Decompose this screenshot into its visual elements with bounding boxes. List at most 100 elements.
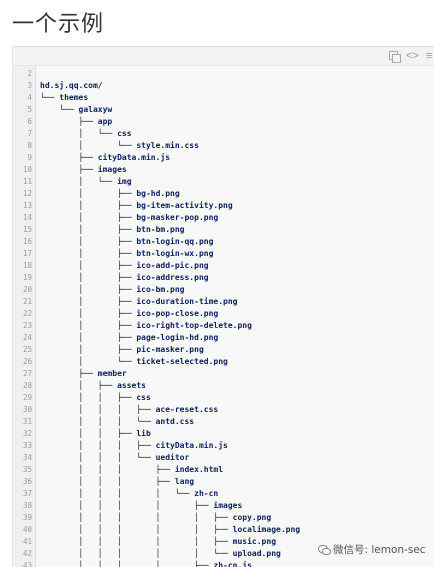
code-text: │ └── img [40,177,132,186]
line-number: 18 [22,261,32,270]
code-line: 12 │ ├── bg-hd.png [13,188,434,200]
code-text: │ ├── pic-masker.png [40,345,204,354]
line-number: 4 [27,93,32,102]
line-number: 29 [22,393,32,402]
line-number-gutter [13,66,36,567]
code-text: │ │ │ │ ├── images [40,501,243,510]
line-number: 40 [22,525,32,534]
code-line: 42 │ │ │ │ │ └── upload.png [13,548,434,560]
code-line: 5 └── galaxyw [13,104,434,116]
line-number: 36 [22,477,32,486]
line-number: 38 [22,501,32,510]
code-line: 15 │ ├── btn-bm.png [13,224,434,236]
line-number: 5 [27,105,32,114]
code-line: 36 │ │ │ ├── lang [13,476,434,488]
copy-icon[interactable] [389,50,401,63]
line-number: 34 [22,453,32,462]
code-text: │ ├── ico-add-pic.png [40,261,209,270]
line-number: 10 [22,165,32,174]
line-number: 32 [22,429,32,438]
page-heading: 一个示例 [12,12,105,37]
code-line: 28 │ ├── assets [13,380,434,392]
code-line: 23 │ ├── ico-right-top-delete.png [13,320,434,332]
code-text: ├── images [40,165,127,174]
line-number: 2 [27,69,32,78]
code-text: │ │ │ ├── cityData.min.js [40,441,228,450]
line-number: 43 [22,561,32,567]
code-line: 34 │ │ │ └── ueditor [13,452,434,464]
code-text: │ ├── page-login-hd.png [40,333,219,342]
line-number: 33 [22,441,32,450]
code-line: 39 │ │ │ │ │ ├── copy.png [13,512,434,524]
line-number: 11 [22,177,32,186]
line-number: 16 [22,237,32,246]
line-number: 15 [22,225,32,234]
code-text: │ │ │ │ │ └── upload.png [40,549,281,558]
code-line: 4 └── themes [13,92,434,104]
line-number: 31 [22,417,32,426]
line-number: 17 [22,249,32,258]
code-text: │ └── ticket-selected.png [40,357,228,366]
code-line: 18 │ ├── ico-add-pic.png [13,260,434,272]
code-text: │ │ │ │ ├── zh-cn.js [40,561,252,567]
code-text: ├── member [40,369,127,378]
code-text: │ ├── ico-pop-close.png [40,309,219,318]
code-text: │ └── style.min.css [40,141,199,150]
code-line: 21 │ ├── ico-duration-time.png [13,296,434,308]
code-text: │ │ │ │ │ ├── music.png [40,537,277,546]
line-number: 35 [22,465,32,474]
code-text: │ ├── ico-right-top-delete.png [40,321,252,330]
code-text: ├── cityData.min.js [40,153,171,162]
line-number: 30 [22,405,32,414]
code-text: │ │ │ ├── index.html [40,465,224,474]
code-line: 8 │ └── style.min.css [13,140,434,152]
more-icon[interactable]: ≡ [425,50,433,62]
line-number: 25 [22,345,32,354]
code-text: │ │ │ ├── lang [40,477,195,486]
code-text: │ ├── btn-login-wx.png [40,249,214,258]
code-line: 22 │ ├── ico-pop-close.png [13,308,434,320]
line-number: 3 [27,81,32,90]
code-line: 27 ├── member [13,368,434,380]
code-line: 7 │ └── css [13,128,434,140]
code-line: 38 │ │ │ │ ├── images [13,500,434,512]
line-number: 24 [22,333,32,342]
line-number: 42 [22,549,32,558]
line-number: 39 [22,513,32,522]
code-text: │ ├── assets [40,381,146,390]
code-line: 41 │ │ │ │ │ ├── music.png [13,536,434,548]
code-text: │ │ │ │ │ ├── copy.png [40,513,272,522]
code-text: └── themes [40,93,89,102]
code-text: │ ├── bg-masker-pop.png [40,213,219,222]
code-line: 24 │ ├── page-login-hd.png [13,332,434,344]
code-line: 29 │ │ ├── css [13,392,434,404]
code-text: │ ├── btn-bm.png [40,225,185,234]
code-text: │ ├── btn-login-qq.png [40,237,214,246]
line-number: 27 [22,369,32,378]
code-line: 20 │ ├── ico-bm.png [13,284,434,296]
code-text: │ │ │ │ └── zh-cn [40,489,219,498]
line-number: 26 [22,357,32,366]
code-text: │ │ │ └── antd.css [40,417,195,426]
code-text: │ │ │ ├── ace-reset.css [40,405,219,414]
code-text: │ │ │ │ │ ├── localimage.png [40,525,301,534]
code-text: │ │ │ └── ueditor [40,453,190,462]
code-line: 25 │ ├── pic-masker.png [13,344,434,356]
code-text: └── galaxyw [40,105,113,114]
view-source-icon[interactable]: <> [406,50,419,62]
line-number: 13 [22,201,32,210]
code-line: 14 │ ├── bg-masker-pop.png [13,212,434,224]
code-line: 35 │ │ │ ├── index.html [13,464,434,476]
code-line: 6 ├── app [13,116,434,128]
code-line: 10 ├── images [13,164,434,176]
code-line: 13 │ ├── bg-item-activity.png [13,200,434,212]
code-toolbar: <> ≡ [13,47,434,66]
code-line: 33 │ │ │ ├── cityData.min.js [13,440,434,452]
line-number: 28 [22,381,32,390]
line-number: 7 [27,129,32,138]
code-text: │ ├── bg-item-activity.png [40,201,233,210]
line-number: 8 [27,141,32,150]
code-line: 37 │ │ │ │ └── zh-cn [13,488,434,500]
code-text: ├── app [40,117,113,126]
